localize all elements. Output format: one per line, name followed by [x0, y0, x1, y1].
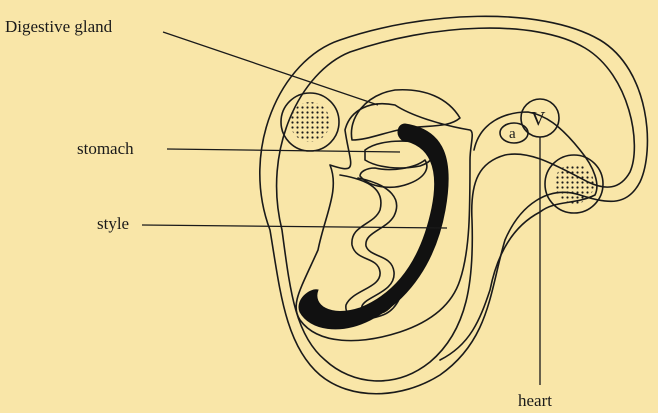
stomach-label: stomach	[77, 139, 134, 158]
right-muscle-dots	[554, 164, 594, 204]
style-leader	[142, 225, 447, 228]
ventricle-label: V	[531, 108, 546, 130]
style-label: style	[97, 214, 129, 233]
atrium-label: a	[509, 126, 516, 142]
pericardium-outline	[440, 112, 597, 360]
outer-body-outline	[260, 16, 648, 393]
digestive-gland-label: Digestive gland	[5, 17, 113, 36]
digestive-gland-lower	[360, 160, 427, 187]
left-muscle-dots	[290, 102, 330, 142]
digestive-gland-leader	[163, 32, 378, 105]
heart-label: heart	[518, 391, 552, 410]
